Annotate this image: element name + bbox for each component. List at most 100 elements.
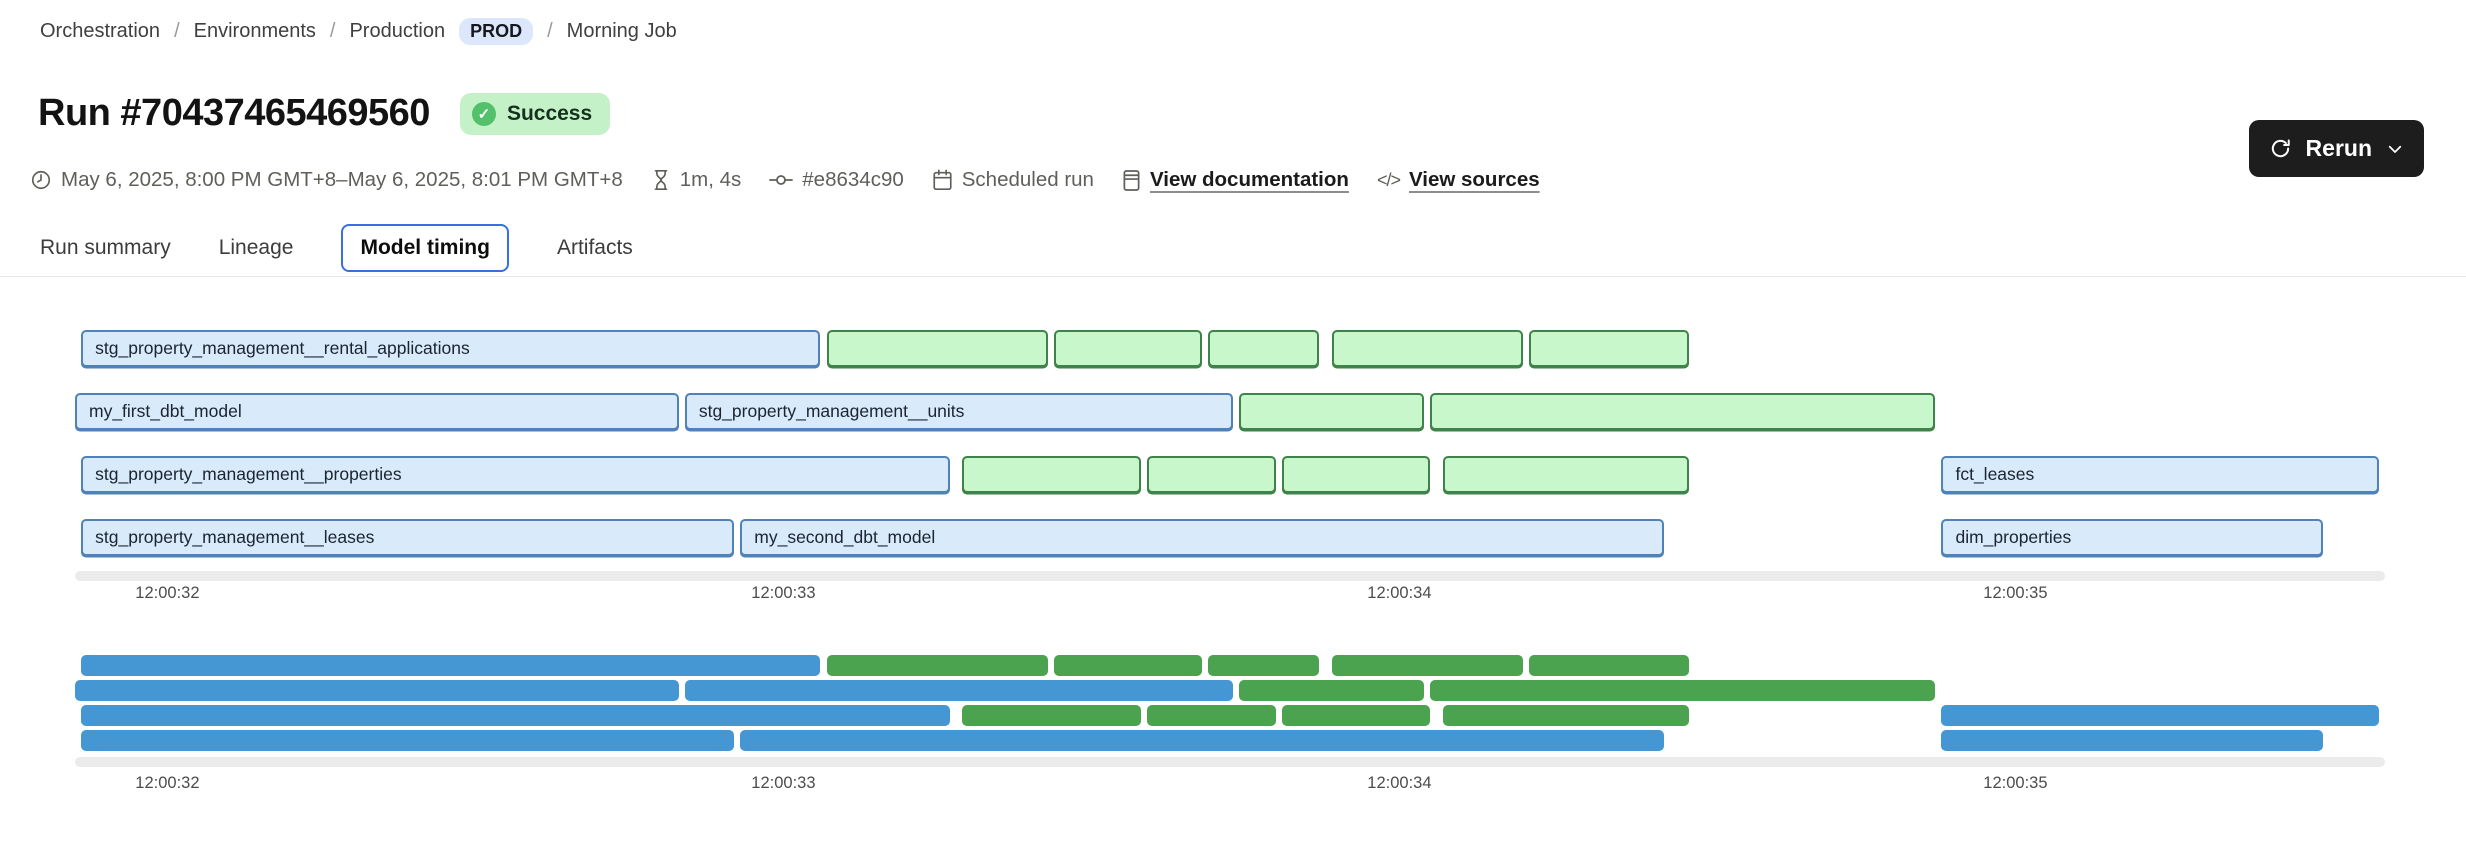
sources-item: </> View sources <box>1377 168 1540 192</box>
minimap-bar <box>740 730 1665 751</box>
gantt-bar[interactable] <box>962 456 1141 493</box>
gantt-bar-stg_property_management__leases[interactable]: stg_property_management__leases <box>81 519 735 556</box>
minimap-bar <box>1442 705 1689 726</box>
calendar-icon <box>932 169 953 191</box>
axis-tick: 12:00:35 <box>1983 584 2048 602</box>
gantt-bar-fct_leases[interactable]: fct_leases <box>1941 456 2379 493</box>
gantt-bar-label: stg_property_management__rental_applicat… <box>95 338 470 358</box>
env-badge: PROD <box>459 18 534 45</box>
minimap-bar <box>1282 705 1431 726</box>
axis-tick: 12:00:34 <box>1367 774 1432 792</box>
breadcrumb-separator: / <box>547 20 553 42</box>
status-badge: ✓ Success <box>459 92 611 135</box>
duration-item: 1m, 4s <box>651 168 742 192</box>
breadcrumb-production[interactable]: Production <box>349 20 446 42</box>
run-meta-row: May 6, 2025, 8:00 PM GMT+8–May 6, 2025, … <box>30 168 1540 192</box>
gantt-bar[interactable] <box>1331 330 1523 367</box>
gantt-chart: stg_property_management__rental_applicat… <box>75 330 2385 580</box>
gantt-bar-stg_property_management__properties[interactable]: stg_property_management__properties <box>81 456 950 493</box>
title-row: Run #70437465469560 ✓ Success <box>38 92 611 135</box>
gantt-bar-label: fct_leases <box>1955 464 2035 484</box>
view-sources-link[interactable]: View sources <box>1408 168 1540 191</box>
code-icon: </> <box>1376 169 1401 190</box>
page-title: Run #70437465469560 <box>38 92 430 134</box>
gantt-bar[interactable] <box>1239 393 1425 430</box>
minimap-bar <box>75 680 679 701</box>
tab-lineage[interactable]: Lineage <box>218 236 294 259</box>
axis-tick: 12:00:32 <box>135 584 200 602</box>
refresh-icon <box>2269 137 2292 160</box>
minimap-row <box>75 730 2385 751</box>
hourglass-icon <box>651 169 671 191</box>
minimap-scrollbar[interactable] <box>75 757 2385 767</box>
status-badge-label: Success <box>506 101 593 125</box>
minimap-bar <box>962 705 1141 726</box>
rerun-button[interactable]: Rerun <box>2248 120 2424 177</box>
gantt-bar[interactable] <box>1208 330 1320 367</box>
gantt-bar-label: stg_property_management__units <box>698 401 965 421</box>
gantt-row: my_first_dbt_model stg_property_managemen… <box>75 393 2385 430</box>
minimap-bar <box>1239 680 1425 701</box>
gantt-bar[interactable] <box>826 330 1049 367</box>
gantt-bar[interactable] <box>1282 456 1431 493</box>
commit-text[interactable]: #e8634c90 <box>802 168 904 191</box>
minimap-bar <box>1941 705 2379 726</box>
gantt-bar[interactable] <box>1430 393 1936 430</box>
minimap-bar <box>1430 680 1936 701</box>
breadcrumb: Orchestration / Environments / Productio… <box>40 18 677 45</box>
document-icon <box>1122 169 1141 192</box>
view-documentation-link[interactable]: View documentation <box>1149 168 1349 191</box>
minimap-bar <box>1528 655 1689 676</box>
axis-tick: 12:00:33 <box>751 584 816 602</box>
gantt-bar-dim_properties[interactable]: dim_properties <box>1941 519 2324 556</box>
breadcrumb-separator: / <box>329 20 336 42</box>
breadcrumb-morning-job[interactable]: Morning Job <box>566 20 677 42</box>
minimap-row <box>75 680 2385 701</box>
gantt-row: stg_property_management__rental_applicat… <box>75 330 2385 367</box>
time-range-item: May 6, 2025, 8:00 PM GMT+8–May 6, 2025, … <box>30 168 623 192</box>
gantt-row: stg_property_management__leases my_second… <box>75 519 2385 556</box>
rerun-button-label: Rerun <box>2305 135 2372 161</box>
clock-icon <box>30 169 52 191</box>
chevron-down-icon <box>2386 140 2404 158</box>
gantt-bar[interactable] <box>1528 330 1689 367</box>
check-circle-icon: ✓ <box>471 101 496 126</box>
commit-item: #e8634c90 <box>769 168 904 192</box>
gantt-bar-label: stg_property_management__leases <box>95 527 375 547</box>
gantt-row: stg_property_management__properties fct_l… <box>75 456 2385 493</box>
axis-tick: 12:00:32 <box>135 774 200 792</box>
breadcrumb-orchestration[interactable]: Orchestration <box>40 20 161 42</box>
minimap-bar <box>1054 655 1203 676</box>
gantt-bar-stg_property_management__rental_applications[interactable]: stg_property_management__rental_applicat… <box>81 330 821 367</box>
gantt-bar-my_second_dbt_model[interactable]: my_second_dbt_model <box>740 519 1665 556</box>
gantt-bar[interactable] <box>1146 456 1277 493</box>
gantt-bar-label: my_first_dbt_model <box>89 401 242 421</box>
tab-artifacts[interactable]: Artifacts <box>556 236 633 259</box>
tab-run-summary[interactable]: Run summary <box>40 236 171 259</box>
duration-text: 1m, 4s <box>679 168 742 191</box>
minimap-row <box>75 655 2385 676</box>
minimap-row <box>75 705 2385 726</box>
gantt-bar-label: dim_properties <box>1955 527 2072 547</box>
gantt-scrollbar[interactable] <box>75 571 2385 581</box>
time-range-text: May 6, 2025, 8:00 PM GMT+8–May 6, 2025, … <box>61 168 623 191</box>
minimap-bar <box>81 730 735 751</box>
minimap-bar <box>1146 705 1277 726</box>
gantt-bar-my_first_dbt_model[interactable]: my_first_dbt_model <box>75 393 679 430</box>
commit-icon <box>769 170 794 190</box>
gantt-bar-label: stg_property_management__properties <box>95 464 402 484</box>
tab-model-timing[interactable]: Model timing <box>341 224 509 272</box>
gantt-bar[interactable] <box>1054 330 1203 367</box>
gantt-bar-stg_property_management__units[interactable]: stg_property_management__units <box>684 393 1234 430</box>
axis-tick: 12:00:35 <box>1983 774 2048 792</box>
minimap-bar <box>684 680 1234 701</box>
trigger-item: Scheduled run <box>932 168 1094 192</box>
minimap-bar <box>81 705 950 726</box>
breadcrumb-environments[interactable]: Environments <box>193 20 316 42</box>
breadcrumb-separator: / <box>174 20 180 42</box>
minimap-bar <box>1331 655 1523 676</box>
gantt-bar[interactable] <box>1442 456 1689 493</box>
